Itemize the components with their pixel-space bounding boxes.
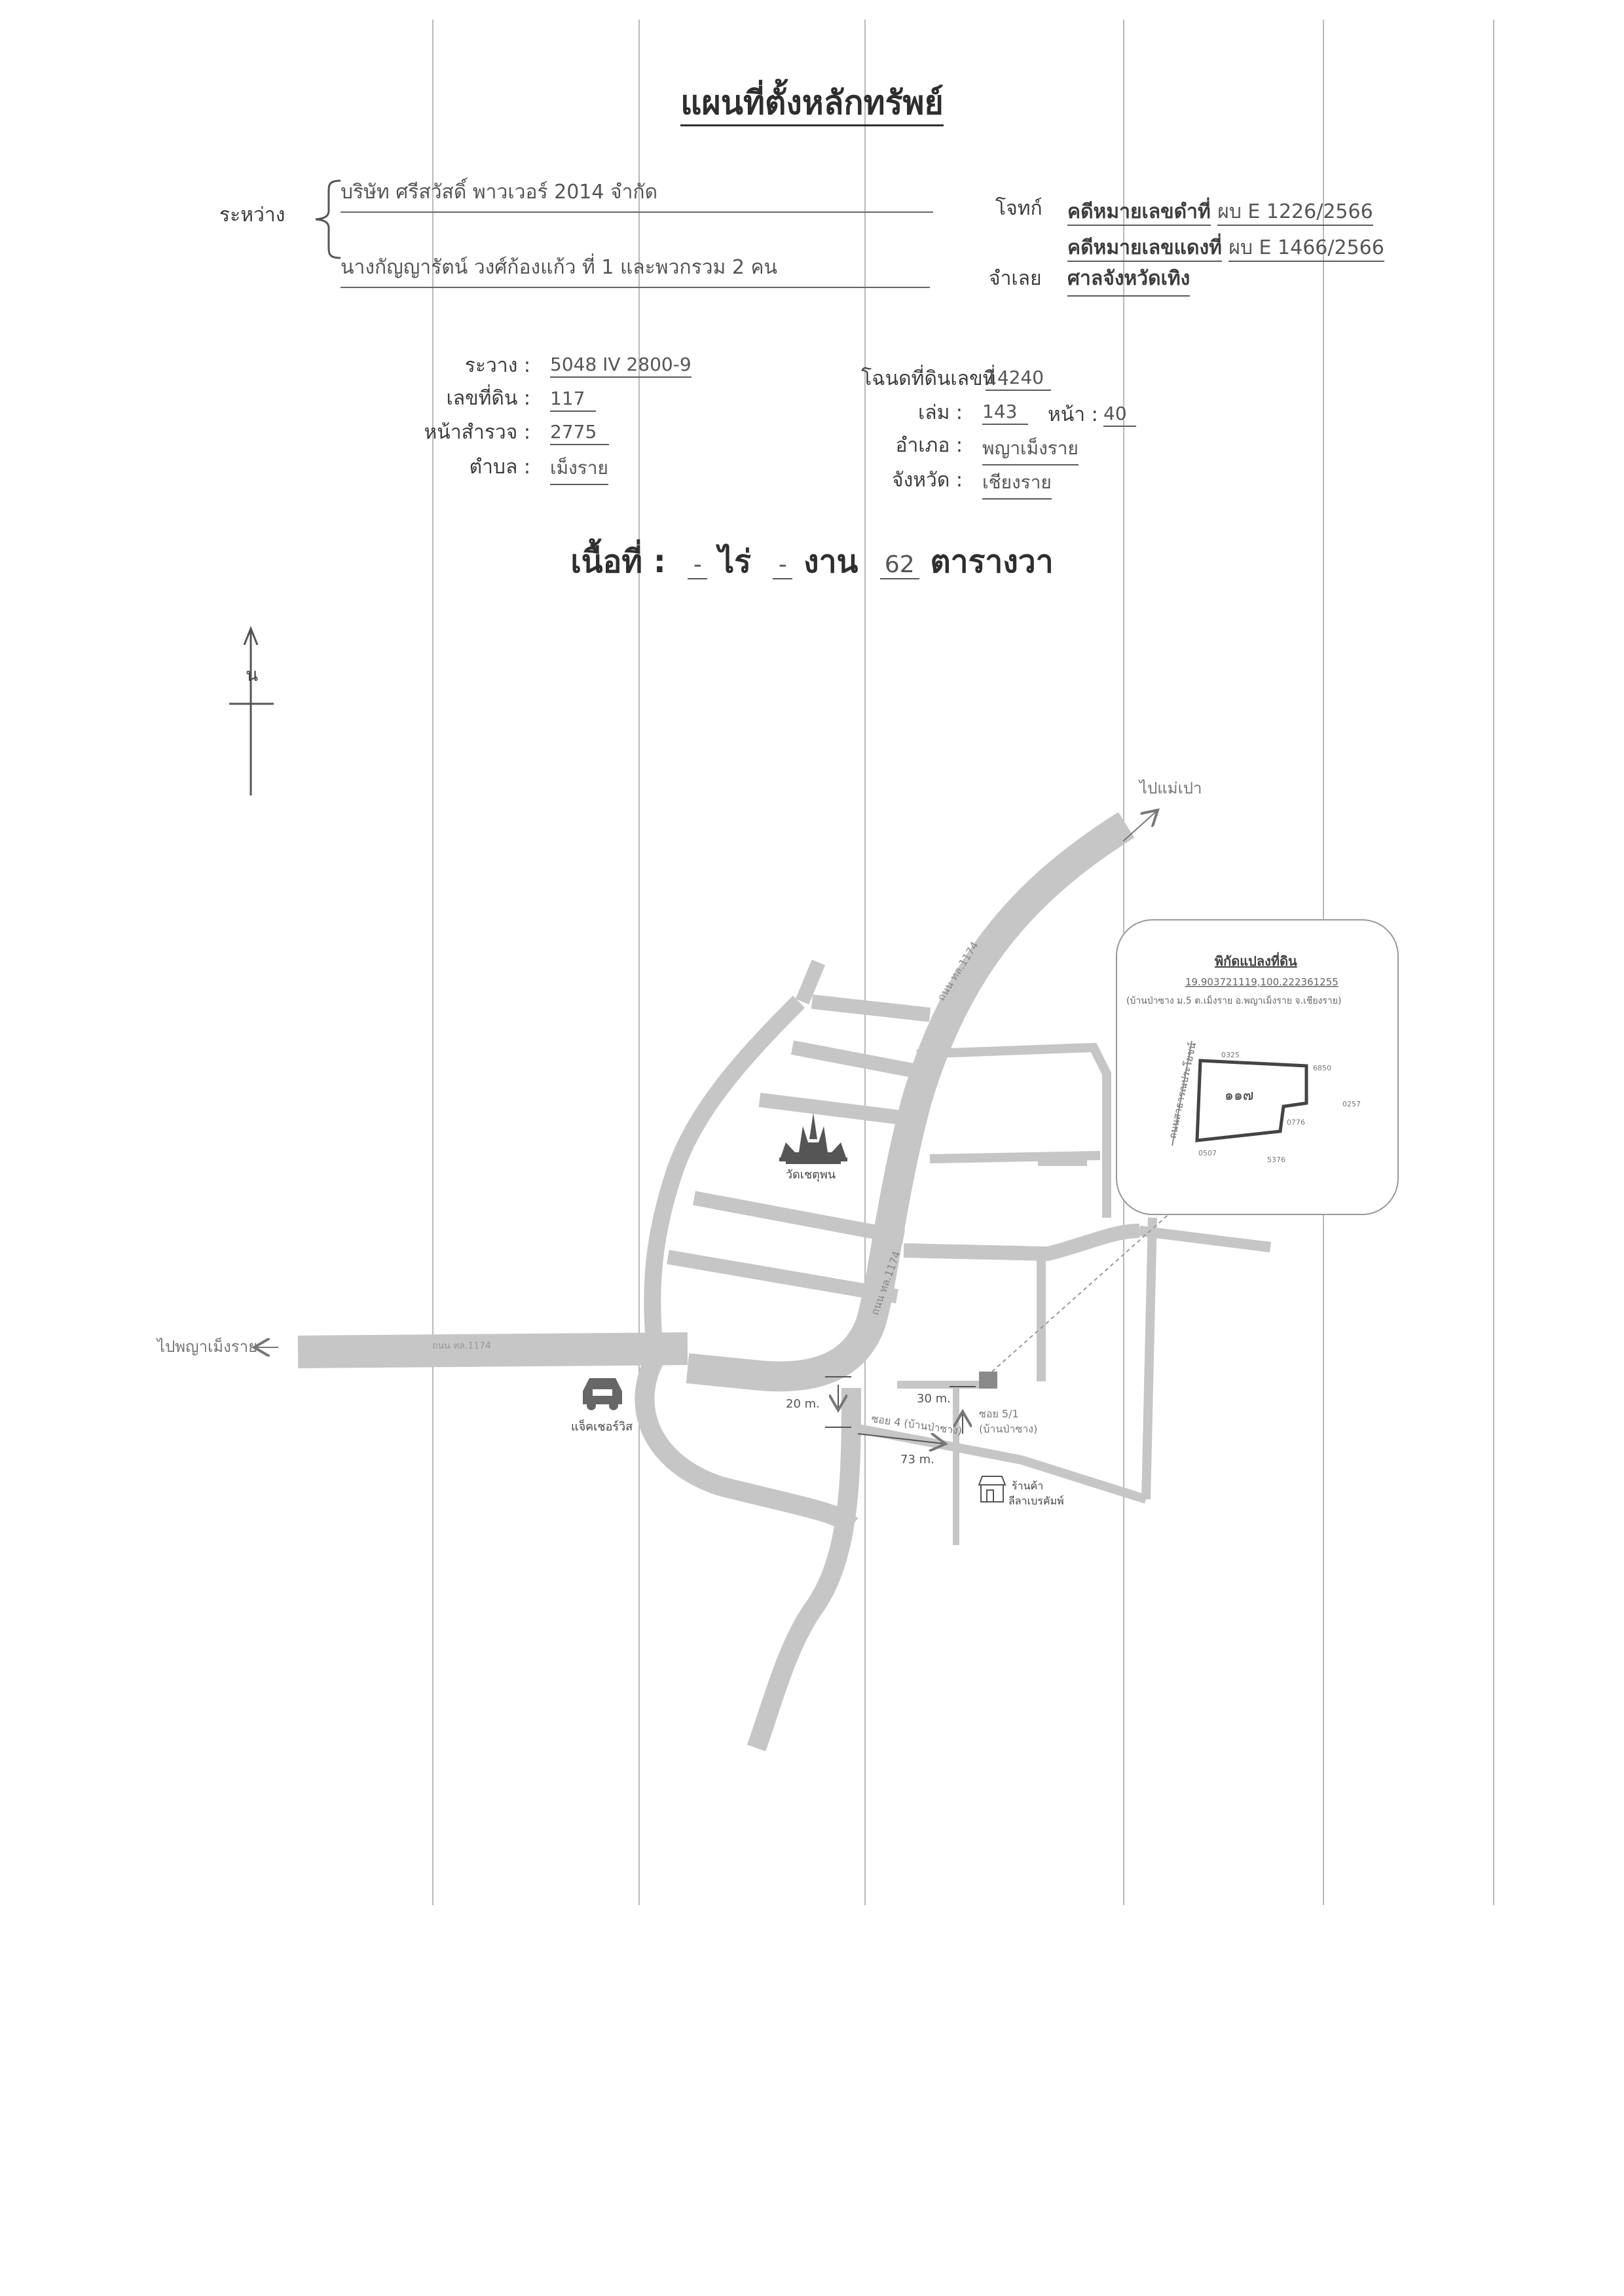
- east-road: [1141, 1217, 1157, 1500]
- sheet-value: 5048 IV 2800-9: [550, 354, 692, 378]
- subdistrict-value: เม็งราย: [550, 454, 608, 485]
- survey-value: 2775: [550, 421, 609, 445]
- black-case: คดีหมายเลขดำที่ ผบ E 1226/2566: [1067, 196, 1373, 227]
- side-road: [790, 1040, 932, 1081]
- district-value: พญาเม็งราย: [982, 434, 1079, 465]
- inset-parcel-number: ๑๑๗: [1225, 1087, 1253, 1104]
- inset-address: (บ้านป่าซาง ม.5 ต.เม็งราย อ.พญาเม็งราย จ…: [1126, 994, 1341, 1006]
- inset-adjacent-label: 5376: [1267, 1156, 1285, 1164]
- shop-label: ร้านค้า: [1012, 1480, 1043, 1492]
- soi-5-label: ซอย 5/1: [979, 1408, 1019, 1420]
- inset-title: พิกัดแปลงที่ดิน: [1215, 951, 1297, 969]
- page-value: 40: [1103, 403, 1136, 427]
- book-label: เล่ม :: [917, 401, 963, 424]
- plaintiff-label: โจทก์: [995, 197, 1043, 220]
- inset-adjacent-label: 0325: [1221, 1051, 1240, 1059]
- to-phaya-mengrai-label: ไปพญาเม็งราย: [156, 1337, 257, 1356]
- north-label: น: [246, 664, 258, 685]
- inset-leader-line: [991, 1184, 1202, 1372]
- district-label: อำเภอ :: [895, 434, 963, 457]
- between-label: ระหว่าง: [219, 204, 286, 227]
- area-line: เนื้อที่ : - ไร่ - งาน 62 ตารางวา: [0, 537, 1624, 587]
- west-road: [297, 1332, 688, 1368]
- shop-sub-label: ลีลาเบรคัมพ์: [1008, 1495, 1064, 1507]
- side-road: [795, 959, 826, 1005]
- parcel-label: เลขที่ดิน :: [446, 387, 530, 410]
- parcel-value: 117: [550, 388, 596, 412]
- province-label: จังหวัด :: [892, 469, 963, 492]
- red-case-label: คดีหมายเลขแดงที่: [1067, 236, 1222, 262]
- court-name: ศาลจังหวัดเทิง: [1067, 263, 1190, 297]
- side-road: [644, 995, 805, 1350]
- temple-icon: [779, 1113, 847, 1164]
- inset-adjacent-label: 0776: [1287, 1118, 1305, 1127]
- scan-line: [1493, 20, 1494, 1905]
- temple-label: วัดเชตุพน: [786, 1168, 836, 1182]
- area-ngan-unit: งาน: [803, 543, 858, 580]
- scan-line: [638, 20, 640, 1905]
- province-value: เชียงราย: [982, 468, 1052, 500]
- plaintiff-name: บริษัท ศรีสวัสดิ์ พาวเวอร์ 2014 จำกัด: [341, 177, 933, 213]
- main-road: [686, 812, 1135, 1392]
- side-road: [811, 994, 931, 1022]
- page-label: หน้า :: [1048, 403, 1098, 426]
- dist-20-label: 20 m.: [786, 1397, 820, 1411]
- east-road: [929, 1151, 1101, 1163]
- black-case-label: คดีหมายเลขดำที่: [1067, 200, 1211, 226]
- distance-30m: [950, 1386, 976, 1434]
- side-road: [692, 1191, 906, 1245]
- east-road: [903, 1224, 1140, 1262]
- side-road: [758, 1093, 918, 1127]
- east-road: [1139, 1226, 1271, 1252]
- arrow-to-mae-pao: [1122, 812, 1156, 842]
- loop-road: [635, 1343, 858, 1533]
- area-ngan-value: -: [773, 551, 793, 579]
- inset-adjacent-label: 0507: [1198, 1149, 1217, 1157]
- area-rai-value: -: [688, 551, 708, 579]
- distance-20m: [825, 1376, 851, 1428]
- distance-73m: [857, 1434, 943, 1444]
- area-rai-unit: ไร่: [718, 543, 751, 580]
- inset-coords: 19.903721119,100.222361255: [1185, 976, 1338, 988]
- shop-icon: [978, 1476, 1006, 1503]
- deed-number-label: โฉนดที่ดินเลขที่ :: [861, 367, 1008, 390]
- inset-adjacent-label: 6850: [1313, 1064, 1331, 1072]
- red-case-value: ผบ E 1466/2566: [1228, 236, 1384, 262]
- north-arrow-icon: [229, 625, 274, 795]
- page-title: แผนที่ตั้งหลักทรัพย์: [0, 77, 1624, 129]
- dist-30-label: 30 m.: [917, 1392, 951, 1406]
- to-mae-pao-label: ไปแม่เปา: [1138, 779, 1202, 797]
- area-wa-unit: ตารางวา: [930, 543, 1054, 580]
- scan-line: [432, 20, 434, 1905]
- east-road: [916, 1042, 1111, 1218]
- book-value: 143: [982, 401, 1028, 425]
- parcel-inset-box: [1116, 919, 1399, 1215]
- defendant-label: จำเลย: [989, 267, 1042, 290]
- south-road: [747, 1387, 861, 1752]
- red-case: คดีหมายเลขแดงที่ ผบ E 1466/2566: [1067, 232, 1384, 263]
- brace-icon: [315, 179, 341, 259]
- defendant-name: นางกัญญารัตน์ วงศ์ก้องแก้ว ที่ 1 และพวกร…: [341, 252, 930, 288]
- inset-road-line: [1172, 1040, 1192, 1146]
- inset-adjacent-label: 0257: [1342, 1100, 1361, 1108]
- road-label: ถนน ทล.1174: [432, 1341, 491, 1351]
- parcel-outline: [1195, 1059, 1308, 1142]
- side-road: [667, 1250, 898, 1303]
- dist-73-label: 73 m.: [900, 1453, 934, 1467]
- car-icon: [583, 1378, 622, 1410]
- soi-5-sub-label: (บ้านป่าซาง): [979, 1423, 1037, 1435]
- area-prefix: เนื้อที่ :: [570, 543, 666, 580]
- car-care-label: แจ็คเชอร์วิส: [571, 1419, 633, 1434]
- target-parcel-marker: [979, 1372, 997, 1389]
- black-case-value: ผบ E 1226/2566: [1217, 200, 1373, 226]
- soi-road: [850, 1423, 1148, 1504]
- scan-line: [864, 20, 866, 1905]
- sheet-label: ระวาง :: [464, 354, 530, 377]
- survey-label: หน้าสำรวจ :: [424, 421, 530, 444]
- area-wa-value: 62: [879, 551, 919, 579]
- deed-number-value: 14240: [986, 367, 1051, 391]
- subdistrict-label: ตำบล :: [469, 456, 530, 479]
